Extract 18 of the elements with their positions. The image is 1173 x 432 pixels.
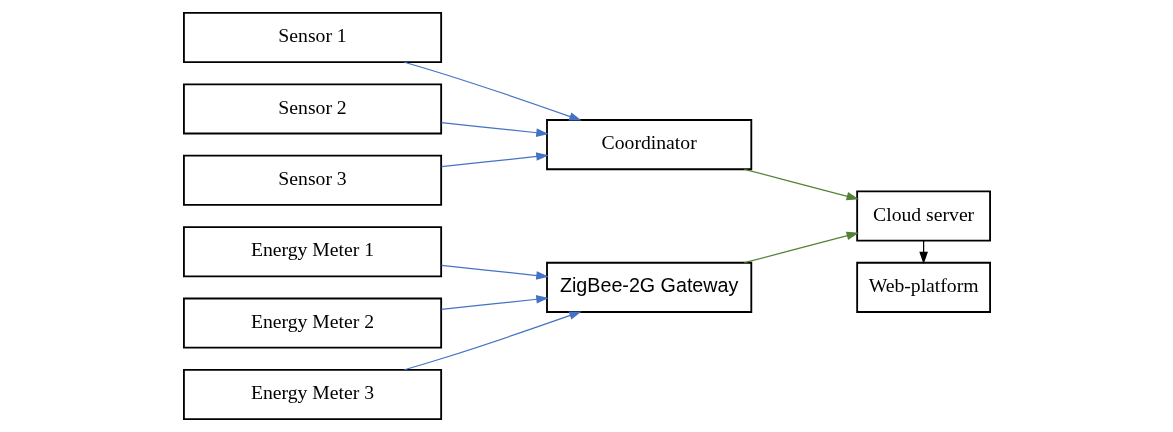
node-box: Energy Meter 3 xyxy=(182,368,442,420)
node-box: Sensor 1 xyxy=(182,12,442,64)
arrow xyxy=(743,231,859,264)
arrow xyxy=(440,264,549,280)
arrow xyxy=(440,295,549,311)
node-box: ZigBee-2G Gateway xyxy=(545,261,752,313)
arrow xyxy=(440,152,549,168)
node-box: Sensor 3 xyxy=(182,154,442,206)
node-box: Sensor 2 xyxy=(182,83,442,135)
node-box: Energy Meter 2 xyxy=(182,297,442,349)
node-box: Cloud server xyxy=(855,190,991,242)
node-box: Coordinator xyxy=(545,119,752,171)
node-box: Web-platform xyxy=(855,261,991,313)
arrow xyxy=(403,61,582,121)
arrow xyxy=(440,121,549,137)
node-box: Energy Meter 1 xyxy=(182,226,442,278)
arrow xyxy=(743,168,859,201)
arrow xyxy=(403,311,582,371)
